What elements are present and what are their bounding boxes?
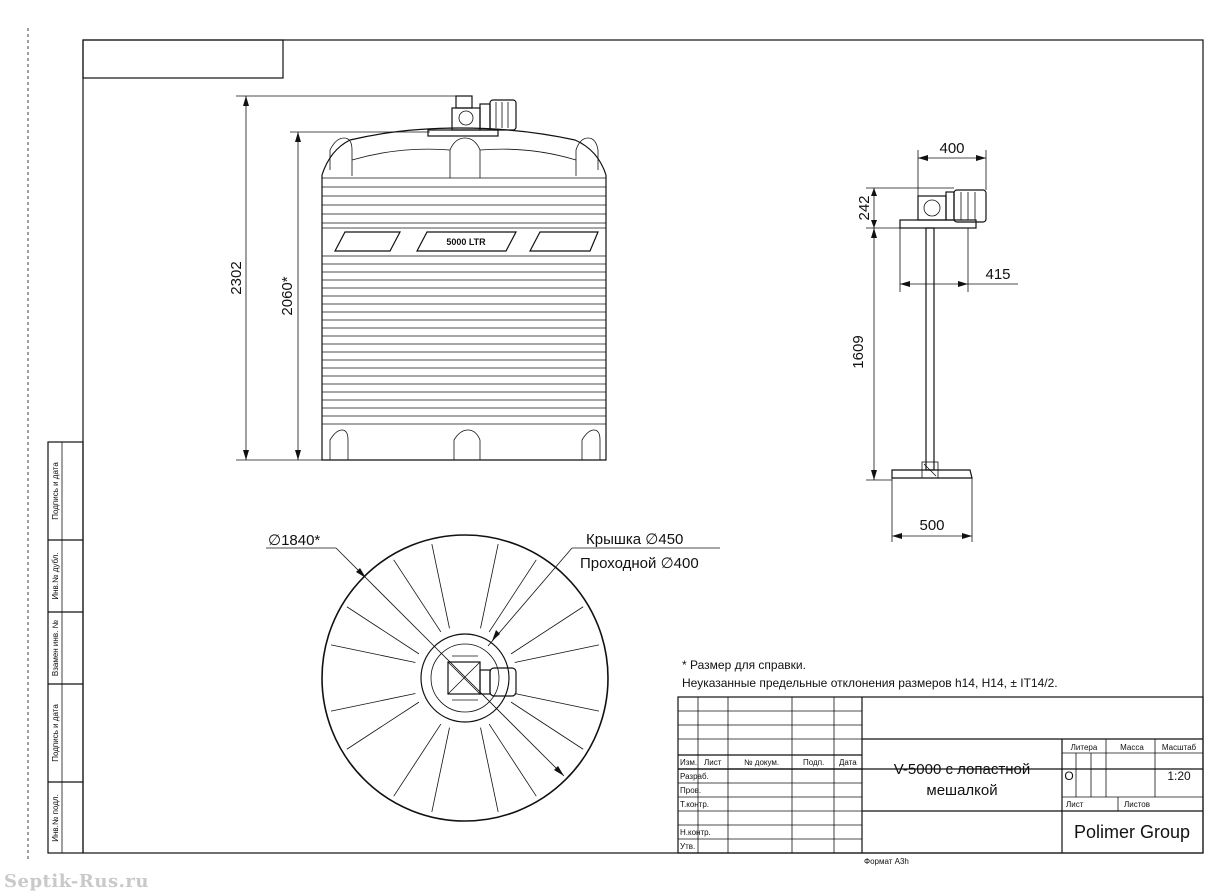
dimension-mixer-400: 400 xyxy=(917,140,987,196)
col-header-date: Дата xyxy=(839,758,857,767)
tank-top-rib xyxy=(480,723,537,813)
side-stamp: Подпись и дата Инв.№ дубл. Взамен инв. №… xyxy=(47,441,84,854)
lid-callout-line1: Крышка ∅450 xyxy=(586,531,683,548)
dim-400-text: 400 xyxy=(939,140,964,157)
lid-inner xyxy=(430,643,500,713)
side-stamp-label: Инв.№ дубл. xyxy=(51,552,60,599)
tank-ribs-top xyxy=(322,186,606,224)
drawing-title-line2: мешалкой xyxy=(926,782,997,799)
litera-label: Литера xyxy=(1071,743,1098,752)
tank-top-rib xyxy=(330,693,420,750)
tank-top-ribs xyxy=(330,543,600,813)
tank-top-rib xyxy=(510,693,600,750)
lid-callout-line2: Проходной ∅400 xyxy=(580,555,699,572)
format-label: Формат А3h xyxy=(864,857,909,866)
dimension-diameter: ∅1840* xyxy=(266,532,565,777)
tank-label-plate xyxy=(416,231,517,252)
col-header-sign: Подп. xyxy=(803,758,824,767)
dimension-body-height: 2060* xyxy=(279,131,430,460)
corner-stamp-box xyxy=(82,39,284,79)
litera-value: О xyxy=(1064,769,1073,783)
mixer-blade xyxy=(891,469,973,479)
drawing-title-line1: V-5000 с лопастной xyxy=(894,761,1030,778)
lid-motor xyxy=(489,667,517,697)
dim-diameter-text: ∅1840* xyxy=(268,532,320,549)
side-stamp-label: Взамен инв. № xyxy=(51,619,60,676)
side-stamp-label: Подпись и дата xyxy=(51,704,60,762)
tank-ribs-body xyxy=(322,263,606,425)
watermark: Septik-Rus.ru xyxy=(4,871,149,892)
company-name: Polimer Group xyxy=(1074,822,1190,842)
tank-top-rib xyxy=(480,543,537,633)
role-checker: Пров. xyxy=(680,786,701,795)
role-norm-control: Н.контр. xyxy=(680,828,711,837)
dimension-overall-height: 2302 xyxy=(228,95,458,461)
lid-outer xyxy=(420,633,510,723)
scale-value: 1:20 xyxy=(1167,769,1191,783)
title-block: Изм. Лист № докум. Подп. Дата Разраб. Пр… xyxy=(677,696,1204,854)
side-stamp-label: Подпись и дата xyxy=(51,462,60,520)
dimension-mixer-500: 500 xyxy=(891,478,973,542)
note-tolerances: Неуказанные предельные отклонения размер… xyxy=(682,676,1058,690)
col-header-izm: Изм. xyxy=(680,758,697,767)
mixer-drive-top xyxy=(427,95,517,137)
role-developer: Разраб. xyxy=(680,772,709,781)
col-header-list: Лист xyxy=(704,758,722,767)
mixer-flange xyxy=(899,219,977,229)
tank-top-outline xyxy=(321,534,609,822)
drawing-frame xyxy=(82,39,1204,854)
tank-top-rib xyxy=(330,606,420,663)
dim-1609-text: 1609 xyxy=(850,335,867,368)
tank-volume-label: 5000 LTR xyxy=(446,237,486,247)
side-stamp-label: Инв.№ подл. xyxy=(51,794,60,842)
sheets-label: Листов xyxy=(1124,800,1150,809)
sheet-label: Лист xyxy=(1066,800,1084,809)
dim-2060-text: 2060* xyxy=(279,276,296,315)
note-reference: * Размер для справки. xyxy=(682,658,806,672)
dimension-mixer-1609: 1609 xyxy=(850,228,892,481)
tank-top-rib xyxy=(393,543,450,633)
dim-415-text: 415 xyxy=(985,266,1010,283)
dim-2302-text: 2302 xyxy=(228,261,245,294)
role-tech-control: Т.контр. xyxy=(680,800,709,809)
col-header-doc: № докум. xyxy=(744,758,779,767)
tank-top-rib xyxy=(393,723,450,813)
tank-window-right xyxy=(529,231,599,252)
tank-top-view xyxy=(321,534,609,822)
scale-label: Масштаб xyxy=(1162,743,1197,752)
mixer-shaft xyxy=(925,227,935,471)
role-approved: Утв. xyxy=(680,842,695,851)
dim-500-text: 500 xyxy=(919,517,944,534)
tank-window-left xyxy=(334,231,401,252)
mixer-motor xyxy=(953,189,987,223)
mixer-side-view xyxy=(891,189,987,479)
dimension-mixer-242: 242 xyxy=(856,187,954,229)
mass-label: Масса xyxy=(1120,743,1144,752)
tank-front-view: 5000 LTR xyxy=(321,95,607,461)
dim-242-text: 242 xyxy=(856,195,873,220)
dimension-mixer-415: 415 xyxy=(899,228,1018,292)
lid-callout: Крышка ∅450 Проходной ∅400 xyxy=(487,531,720,647)
tank-top-rib xyxy=(510,606,600,663)
